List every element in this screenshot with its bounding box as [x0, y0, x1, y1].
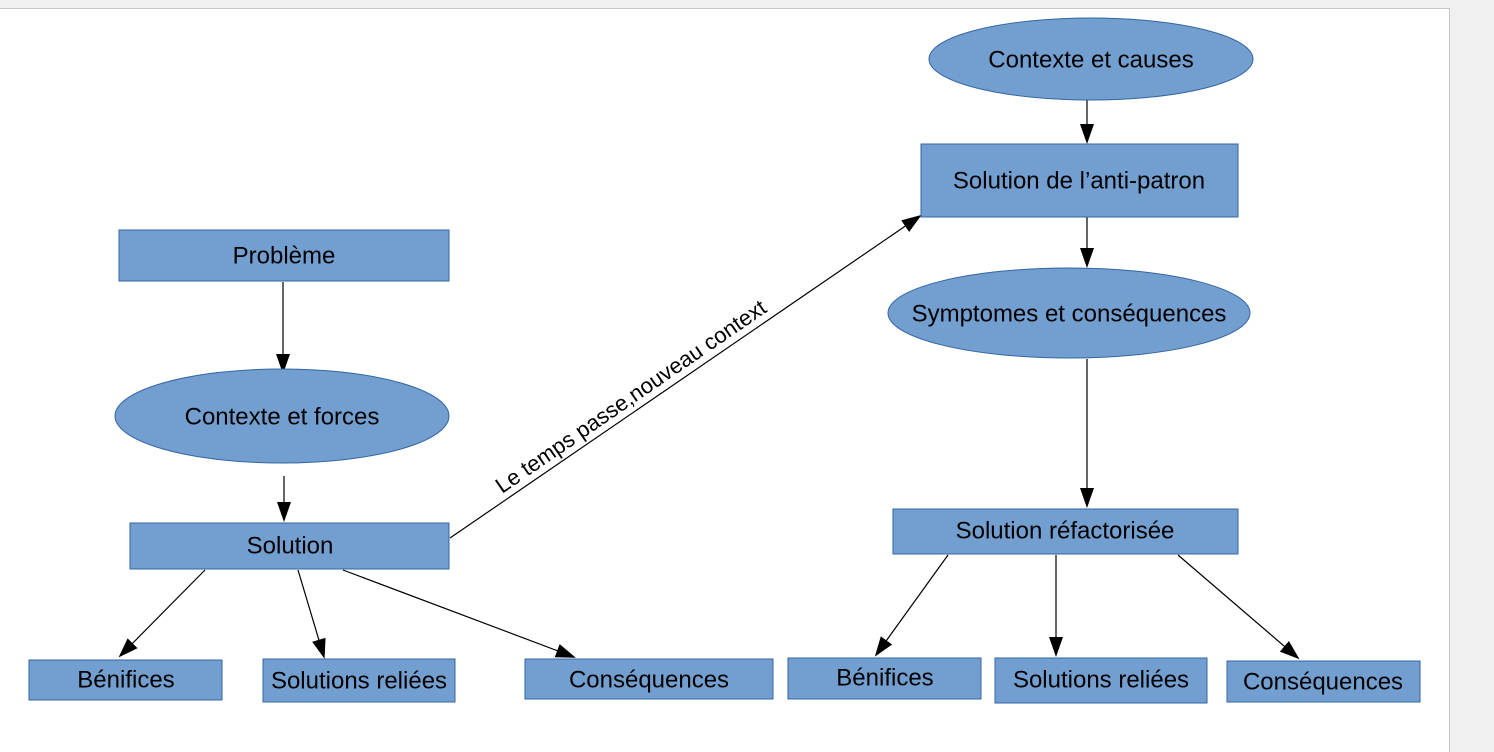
node-consequences-left-label: Conséquences — [569, 667, 729, 694]
node-solution-antipatron-label: Solution de l’anti-patron — [953, 168, 1205, 195]
node-solution-antipatron: Solution de l’anti-patron — [920, 143, 1239, 218]
node-solutions-reliees-right-label: Solutions reliées — [1013, 667, 1189, 694]
edge-refactorisee-to-benifices — [874, 554, 949, 657]
node-solutions-reliees-left: Solutions reliées — [262, 658, 456, 703]
pattern-edges — [118, 282, 576, 659]
edge-solution-to-solutions-reliees — [297, 569, 326, 659]
node-benifices-left: Bénifices — [28, 659, 223, 701]
node-benifices-right: Bénifices — [787, 657, 982, 700]
node-benifices-right-label: Bénifices — [836, 665, 933, 692]
node-solutions-reliees-left-label: Solutions reliées — [271, 668, 447, 695]
node-symptomes-consequences-label: Symptomes et conséquences — [912, 301, 1227, 328]
transition-label: Le temps passe,nouveau context — [491, 295, 771, 498]
node-solution-refactorisee: Solution réfactorisée — [892, 508, 1239, 555]
antipattern-edges — [874, 100, 1300, 660]
node-solution: Solution — [129, 522, 450, 570]
edge-solution-to-benifices — [118, 569, 206, 658]
node-symptomes-consequences: Symptomes et conséquences — [887, 267, 1251, 359]
edge-refactorisee-to-consequences — [1177, 554, 1300, 660]
edge-solution-to-consequences — [342, 569, 576, 658]
edge-solution-to-antipatron — [449, 214, 922, 539]
node-solution-refactorisee-label: Solution réfactorisée — [956, 518, 1175, 545]
node-contexte-causes-label: Contexte et causes — [988, 47, 1193, 74]
node-contexte-causes: Contexte et causes — [928, 17, 1254, 101]
node-consequences-right-label: Conséquences — [1243, 669, 1403, 696]
node-consequences-left: Conséquences — [524, 658, 774, 700]
node-contexte-forces-label: Contexte et forces — [185, 404, 380, 431]
node-consequences-right: Conséquences — [1226, 660, 1421, 703]
node-contexte-forces: Contexte et forces — [114, 368, 450, 464]
node-probleme: Problème — [118, 229, 450, 282]
node-solution-label: Solution — [247, 533, 334, 560]
node-benifices-left-label: Bénifices — [77, 667, 174, 694]
node-solutions-reliees-right: Solutions reliées — [994, 657, 1208, 704]
node-probleme-label: Problème — [233, 243, 336, 270]
